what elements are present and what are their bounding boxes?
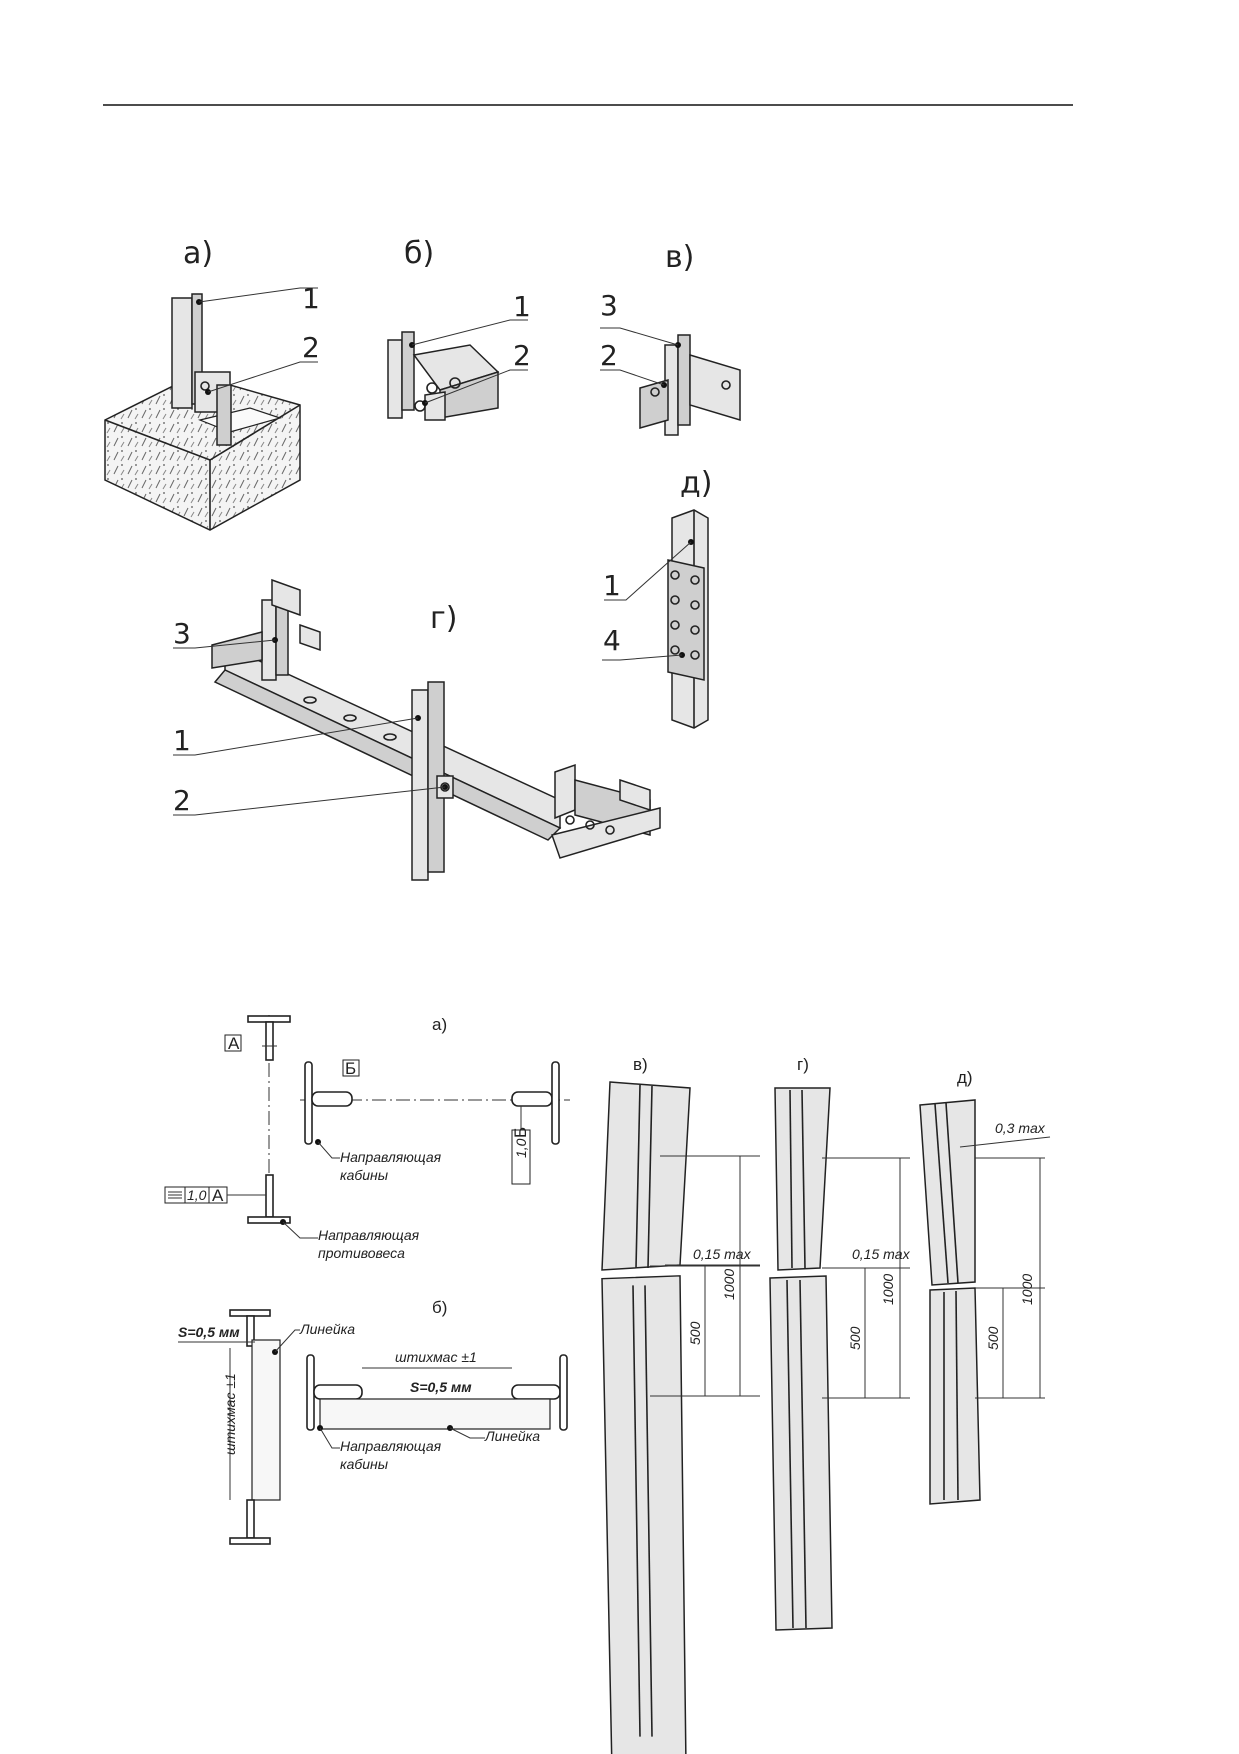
rail-lower-g [769,1275,833,1631]
tolerance-a: 1,0 [187,1187,207,1203]
rail-section-top: А [224,1015,291,1061]
guide-rail-1 [171,297,193,409]
datum-a: А [228,1034,240,1053]
cabin-guide-b-line2: кабины [340,1456,389,1472]
view-b-label: б) [404,236,434,271]
fishplate-4 [667,559,705,681]
callout-3: 3 [600,289,618,322]
view-v-label-bottom: в) [633,1055,648,1074]
rail-upper-v [601,1081,691,1271]
step-015-g: 0,15 max [852,1246,911,1262]
callout-1g: 1 [173,724,191,757]
callout-1: 1 [302,282,320,315]
top-figure: а) 1 2 б) [104,236,741,881]
s-gap-horizontal: S=0,5 мм [410,1379,472,1395]
rail-lower-d [929,1287,981,1505]
view-d-label-bottom: д) [957,1068,973,1087]
rail-lower-v [601,1275,687,1754]
dim-500-d: 500 [985,1326,1001,1350]
view-v-label: в) [665,240,694,275]
dim-1000-v: 1000 [721,1269,737,1300]
bottom-figure: а) А 1,0 А Направляющая противовеса [164,1015,1051,1754]
callout-2b: 2 [513,339,531,372]
ruler-horizontal [319,1398,551,1430]
dim-500-g: 500 [847,1326,863,1350]
s-gap-vertical: S=0,5 мм [178,1324,240,1340]
rail-upper-g [774,1087,831,1271]
datum-b: Б [345,1059,356,1078]
callout-1d: 1 [603,569,621,602]
view-a-bracket-on-concrete: а) 1 2 [104,236,320,531]
view-d-rail-joint: д) 1 4 [602,466,712,729]
counterweight-guide-line1: Направляющая [318,1227,420,1243]
step-03-d: 0,3 max [995,1120,1046,1136]
cabin-guide-b-line1: Направляющая [340,1438,442,1454]
cabin-guide-line2: кабины [340,1167,389,1183]
tolerance-b: 1,0 [513,1138,529,1158]
view-v-bracket: в) 3 2 [600,240,741,436]
tolerance-datum-b: Б [511,1127,530,1138]
gauge-vertical: штихмас ±1 S=0,5 мм Линейка [178,1309,355,1545]
dim-1000-g: 1000 [880,1274,896,1305]
guide-rail-1b [387,339,403,419]
view-g-step-joint: г) 1000 500 0,15 max [769,1055,911,1631]
view-d-step-joint: д) 1000 500 0,3 max [919,1068,1051,1505]
view-a-label: а) [183,236,213,271]
view-g-label: г) [430,601,457,636]
gauge-label-horizontal: штихмас ±1 [395,1349,477,1365]
cabin-guide-line1: Направляющая [340,1149,442,1165]
gauge-horizontal: штихмас ±1 S=0,5 мм Направляющая кабины … [306,1349,568,1472]
counterweight-guide-line2: противовеса [318,1245,405,1261]
cabin-rail-left: Б Направляющая кабины [304,1059,442,1183]
gauge-label-vertical: штихмас ±1 [222,1373,238,1455]
view-a-label-bottom: а) [432,1015,447,1034]
dim-1000-d: 1000 [1019,1274,1035,1305]
callout-1b: 1 [513,290,531,323]
view-b-label-bottom: б) [432,1298,447,1317]
callout-4: 4 [603,624,621,657]
rail-section-counterweight: 1,0 А Направляющая противовеса [164,1174,420,1261]
view-b-bracket: б) 1 2 [387,236,531,421]
ruler-label-vertical: Линейка [299,1321,355,1337]
tolerance-datum-a: А [212,1186,224,1205]
callout-2c: 2 [600,339,618,372]
callout-3g: 3 [173,617,191,650]
view-g-label-bottom: г) [797,1055,809,1074]
dim-500-v: 500 [687,1321,703,1345]
view-g-bracket-assembly: г) 3 1 [173,578,661,881]
callout-2: 2 [302,331,320,364]
cabin-rail-right: 1,0 Б [511,1061,560,1185]
view-v-step-joint: в) 1000 500 0,15 max [601,1055,760,1754]
callout-2g: 2 [173,784,191,817]
ruler-vertical [251,1339,281,1501]
ruler-label-horizontal: Линейка [484,1428,540,1444]
view-d-label: д) [680,466,712,501]
step-015-v: 0,15 max [693,1246,752,1262]
rail-upper-d [919,1099,976,1286]
